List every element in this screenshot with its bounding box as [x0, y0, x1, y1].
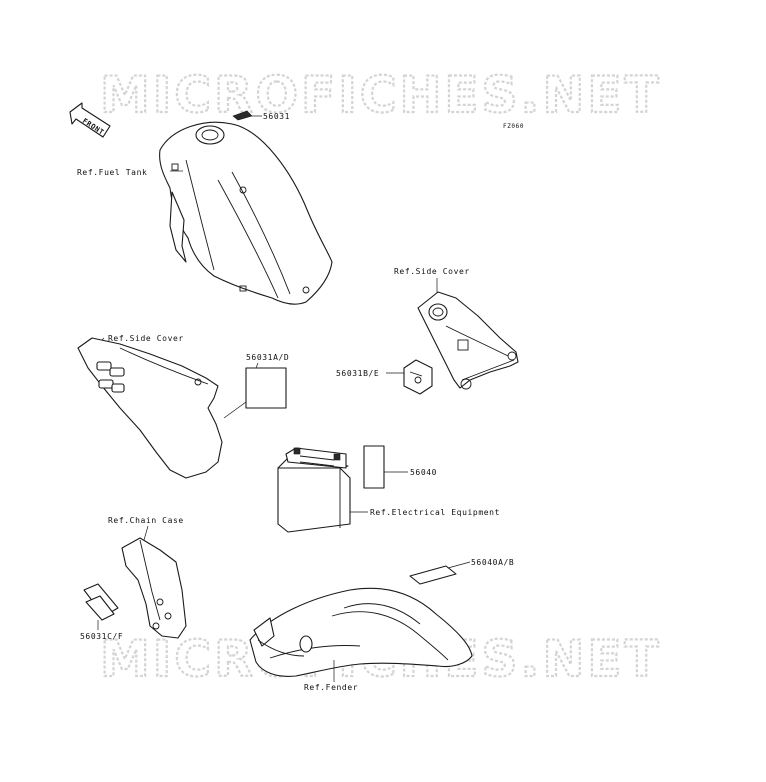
part-number-56031a-d: 56031A/D [246, 353, 289, 362]
ref-fuel-tank: Ref.Fuel Tank [77, 168, 147, 177]
ref-side-cover-right: Ref.Side Cover [394, 267, 470, 276]
part-number-56040a-b: 56040A/B [471, 558, 514, 567]
side-cover-left-illustration [77, 337, 223, 479]
part-number-56031c-f: 56031C/F [80, 632, 123, 641]
sticker-56040 [363, 445, 408, 489]
sticker-56040a-b [409, 561, 471, 585]
sticker-56031c-f [83, 583, 119, 630]
ref-side-cover-left: Ref.Side Cover [108, 334, 184, 343]
fender-illustration [249, 587, 473, 682]
chain-case-illustration [121, 525, 187, 639]
ref-chain-case: Ref.Chain Case [108, 516, 184, 525]
sticker-56031a-d [223, 362, 287, 419]
side-cover-right-illustration [417, 278, 519, 390]
ref-fender: Ref.Fender [304, 683, 358, 692]
label-sticker-56031 [232, 110, 262, 121]
part-number-56040: 56040 [410, 468, 437, 477]
part-number-56031: 56031 [263, 112, 290, 121]
diagram-code: FZ060 [503, 123, 524, 130]
watermark-top: MICROFICHES.NET [100, 66, 662, 124]
ref-electrical-equipment: Ref.Electrical Equipment [370, 508, 500, 517]
part-number-56031b-e: 56031B/E [336, 369, 379, 378]
fuel-tank-illustration [159, 121, 333, 305]
sticker-56031b-e [386, 359, 433, 395]
battery-illustration [277, 447, 368, 533]
